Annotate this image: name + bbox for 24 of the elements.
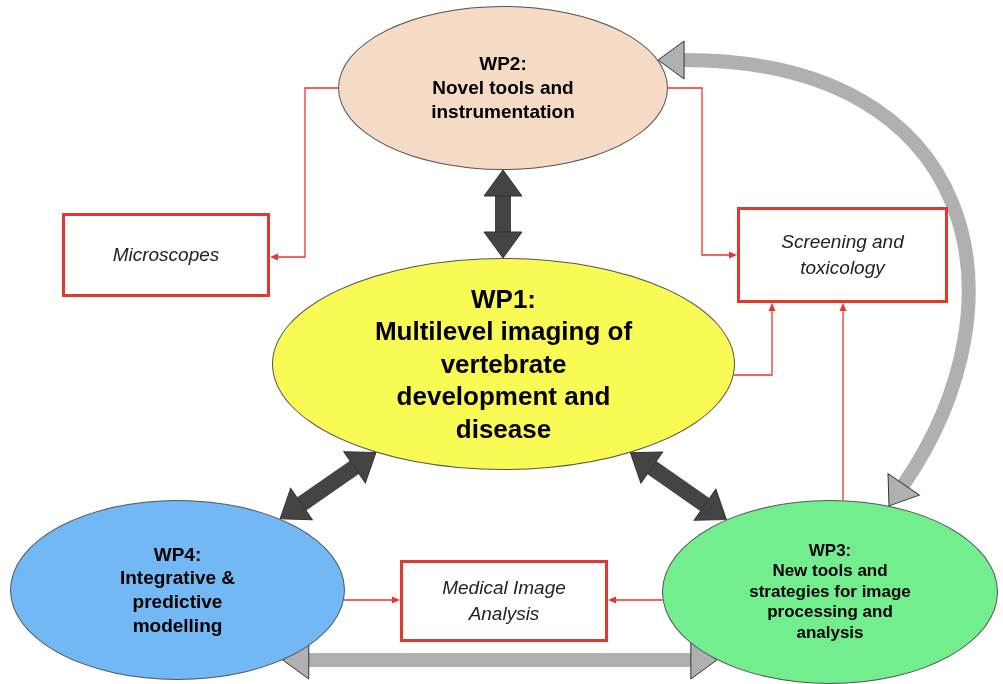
node-text: Integrative & predictive modelling [118, 566, 237, 638]
process-box [737, 207, 948, 303]
block-arrow [657, 40, 976, 508]
connector-arrow [733, 303, 776, 376]
block-arrow [483, 169, 523, 259]
connector-arrow [608, 596, 664, 604]
node-title: WP1: [470, 282, 537, 316]
process-box [62, 213, 270, 297]
connector-arrow [839, 303, 847, 501]
block-arrow [629, 451, 727, 521]
connector-arrow [667, 87, 737, 259]
node-title: WP4: [152, 542, 203, 567]
block-arrow [279, 451, 377, 521]
node-text: Novel tools and instrumentation [430, 76, 576, 124]
connector-arrow [270, 87, 339, 261]
node-text: Multilevel imaging of vertebrate development and disease [373, 315, 634, 446]
node-text: Medical Image Analysis [441, 575, 567, 626]
connector-arrow [343, 596, 400, 604]
node-title: WP2: [478, 52, 528, 77]
node-text: Microscopes [112, 242, 220, 267]
node-text: Screening and toxicology [780, 229, 906, 280]
process-box [400, 560, 608, 642]
node-title: WP3: [807, 541, 853, 562]
node-text: New tools and strategies for image processing and analysis [748, 561, 912, 643]
